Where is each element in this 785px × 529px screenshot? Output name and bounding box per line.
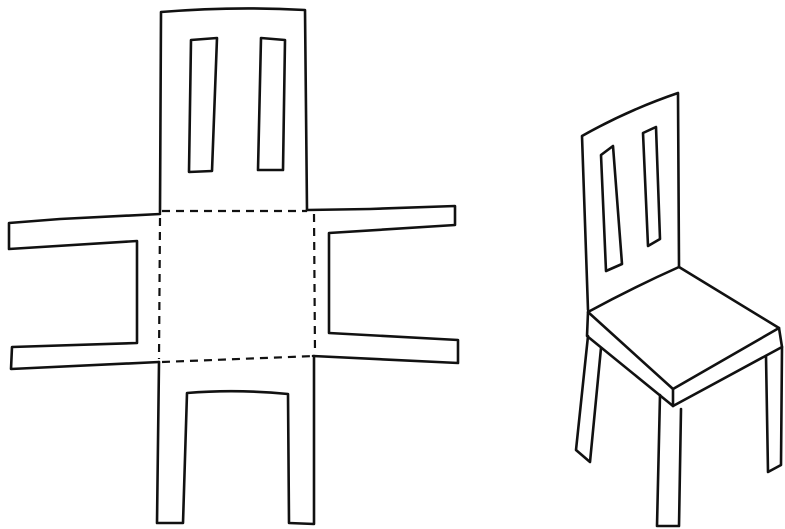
- net-backrest-slot-left: [189, 38, 217, 172]
- net-backrest-slot-right: [258, 38, 285, 170]
- net-front-legs: [157, 356, 314, 524]
- net-fold-bottom: [162, 356, 315, 362]
- chair-3d: [576, 93, 782, 526]
- chair-leg-front-center: [657, 395, 681, 526]
- chair-net: [9, 8, 458, 524]
- chair-leg-right: [766, 347, 782, 472]
- chair-backrest-slot-left: [601, 146, 622, 271]
- chair-backrest: [582, 93, 679, 310]
- net-fold-left: [159, 218, 160, 359]
- chair-backrest-slot-right: [643, 127, 660, 246]
- net-right-strip: [307, 206, 458, 363]
- chair-seat-front-edge: [587, 312, 782, 406]
- chair-seat-top: [588, 267, 779, 389]
- chair-leg-front-left: [576, 336, 601, 462]
- net-left-strip-top: [9, 214, 160, 369]
- net-fold-right: [314, 214, 315, 354]
